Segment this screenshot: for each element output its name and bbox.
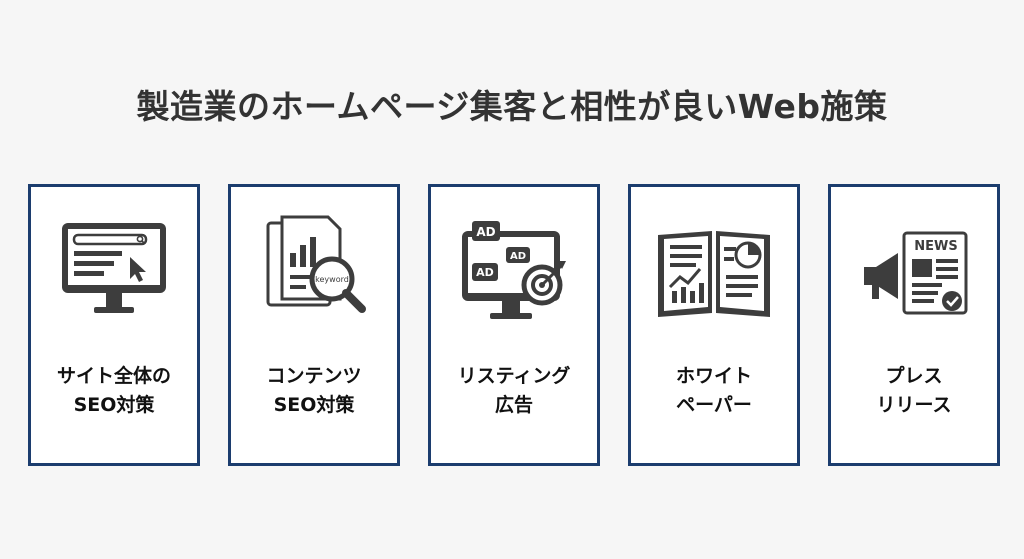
news-text: NEWS bbox=[914, 239, 957, 254]
card-white-paper[interactable]: ホワイト ペーパー bbox=[628, 184, 800, 466]
ad-target-monitor-icon: AD AD AD bbox=[462, 221, 566, 319]
keyword-text: keyword bbox=[315, 275, 349, 284]
ad-badge-2: AD bbox=[510, 251, 526, 262]
megaphone-news-icon: NEWS bbox=[864, 231, 968, 315]
card-label: プレス リリース bbox=[876, 365, 952, 416]
ad-badge-3: AD bbox=[476, 266, 494, 279]
open-report-book-icon bbox=[658, 231, 770, 317]
card-listing-ads[interactable]: AD AD AD リスティング 広告 bbox=[428, 184, 600, 466]
ad-badge-1: AD bbox=[476, 225, 495, 239]
card-content-seo[interactable]: keyword コンテンツ SEO対策 bbox=[228, 184, 400, 466]
card-press-release[interactable]: NEWS プレス リリース bbox=[828, 184, 1000, 466]
card-label: ホワイト ペーパー bbox=[675, 365, 752, 416]
card-label: サイト全体の SEO対策 bbox=[56, 365, 171, 416]
card-label: コンテンツ SEO対策 bbox=[266, 365, 362, 416]
card-site-seo[interactable]: サイト全体の SEO対策 bbox=[28, 184, 200, 466]
monitor-search-cursor-icon bbox=[62, 223, 166, 313]
card-label: リスティング 広告 bbox=[457, 365, 571, 416]
documents-magnifier-icon: keyword bbox=[266, 215, 366, 313]
page-title: 製造業のホームページ集客と相性が良いWeb施策 bbox=[136, 87, 888, 126]
measures-list: サイト全体の SEO対策 keyword コンテンツ SEO対策 AD bbox=[28, 184, 1000, 466]
